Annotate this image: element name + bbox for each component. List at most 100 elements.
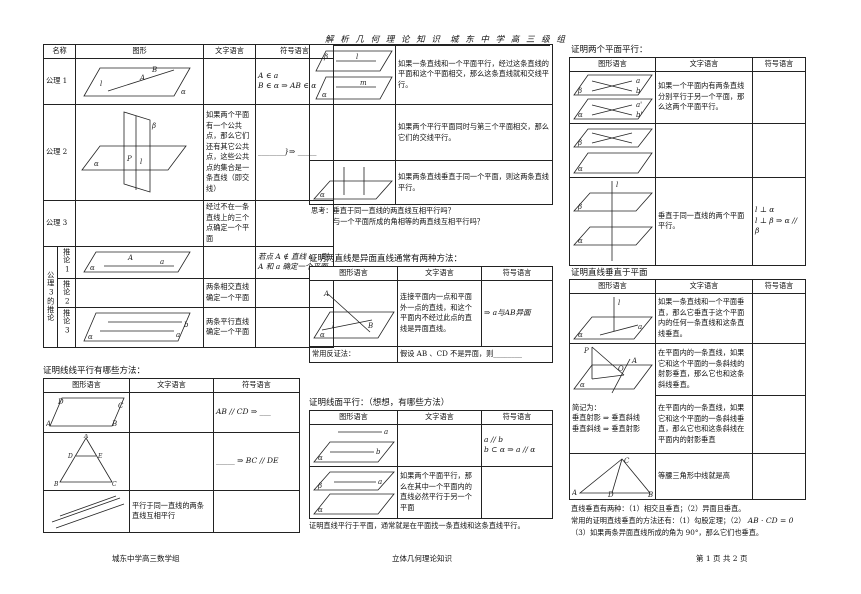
perp-brief-title: 简记为： xyxy=(572,402,601,412)
header-title: 解 析 几 何 理 论 知 识 xyxy=(325,35,442,45)
svg-text:C: C xyxy=(118,402,124,410)
svg-text:β: β xyxy=(577,139,582,147)
pp-row2-text xyxy=(655,122,753,178)
mt-row2-figure xyxy=(309,104,396,161)
svg-text:β: β xyxy=(317,482,322,490)
svg-text:D: D xyxy=(57,398,64,406)
svg-text:A: A xyxy=(572,489,577,497)
col-name: 名称 xyxy=(42,44,77,59)
think-question-1: 思考：垂直于同一直线的两直线互相平行吗？ xyxy=(311,206,455,215)
lpl-col-symbol: 符号语言 xyxy=(481,410,553,425)
footer-center: 立体几何理论知识 xyxy=(392,554,452,563)
perp-row1-text: 如果一条直线和一个平面垂直，那么它垂直于这个平面内的任何一条直线和这条直线垂直。 xyxy=(655,292,753,344)
svg-text:α: α xyxy=(578,237,583,245)
svg-text:a: a xyxy=(636,77,640,85)
perp-row3-symbol xyxy=(752,394,806,454)
axiom3-figure xyxy=(75,199,205,247)
svg-text:a: a xyxy=(638,323,642,331)
svg-text:E: E xyxy=(97,453,103,460)
pp-symbol-l2: l ⊥ β xyxy=(755,215,774,225)
lpl-row2-symbol xyxy=(481,465,553,519)
perp-row1-figure: l a α xyxy=(569,292,656,344)
svg-text:α: α xyxy=(90,264,95,272)
pp-row1-text: 如果一个平面内有两条直线分别平行于另一个平面，那么这两个平面平行。 xyxy=(655,70,753,124)
corollary-group: 公理3的推论 xyxy=(43,245,58,348)
svg-text:α: α xyxy=(320,191,325,199)
svg-text:A: A xyxy=(323,290,329,298)
svg-text:α: α xyxy=(318,454,323,462)
axiom3-name: 公理 3 xyxy=(42,199,77,247)
svg-text:l: l xyxy=(356,53,358,61)
perp-foot-2: 常用的证明直线垂直的方法还有：（1）勾股定理；（2） AB · CD = 0 xyxy=(571,516,793,527)
svg-text:b': b' xyxy=(636,111,642,119)
skew-text: 连接平面内一点和平面外一点的直线，和这个平面内不经过此点的直线是异面直线。 xyxy=(397,279,482,347)
think-question-2: 与一个平面所成的角相等的两直线互相平行吗？ xyxy=(333,217,484,226)
corollary1-label: 推论1 xyxy=(56,245,77,279)
plane-plane-title: 证明两个平面平行： xyxy=(571,45,648,55)
svg-text:B: B xyxy=(367,322,373,330)
svg-text:l: l xyxy=(616,181,618,189)
svg-text:a: a xyxy=(176,331,180,339)
corollary3-text: 两条平行直线确定一个平面 xyxy=(203,306,257,348)
svg-text:α: α xyxy=(318,506,323,514)
lpl-symbol-l2: b ⊂ α xyxy=(484,445,505,454)
corollary1-text xyxy=(203,245,257,279)
svg-text:α: α xyxy=(94,160,99,168)
perp-row4-text: 等腰三角形中线就是高 xyxy=(655,452,753,500)
axiom1-symbol-r: ⇒ AB ∈ α xyxy=(281,81,317,90)
svg-text:l: l xyxy=(618,299,620,307)
skew-col-figure: 图形语言 xyxy=(309,266,398,281)
perp-row2-symbol xyxy=(752,342,806,396)
col-figure: 图形 xyxy=(75,44,205,59)
pp-col-figure: 图形语言 xyxy=(569,57,656,72)
axiom1-text xyxy=(203,57,257,105)
skew-counter-label: 常用反证法： xyxy=(309,345,398,363)
svg-text:β: β xyxy=(323,53,328,61)
pp-row3-symbol: l ⊥ α l ⊥ β ⇒ α // β xyxy=(752,176,806,266)
skew-col-text: 文字语言 xyxy=(397,266,482,281)
pp-col-text: 文字语言 xyxy=(655,57,753,72)
svg-text:a: a xyxy=(160,258,164,266)
pp-symbol-l1: l ⊥ α xyxy=(755,205,775,215)
pp-row1-symbol xyxy=(752,70,806,124)
lp-row2-text xyxy=(129,431,214,491)
lp-row1-symbol: AB // CD ⇒ ___ xyxy=(213,391,300,433)
svg-text:α: α xyxy=(578,331,583,339)
footer-left: 城东中学高三数学组 xyxy=(112,554,180,563)
svg-text:α: α xyxy=(580,381,585,389)
lp-row3-symbol xyxy=(213,489,300,533)
mt-row2-text: 如果两个平行平面同时与第三个平面相交，那么它们的交线平行。 xyxy=(394,104,554,161)
perp-row1-symbol xyxy=(752,292,806,344)
skew-counter-text: 假设 AB 、CD 不是异面，则________ xyxy=(397,345,553,363)
line-plane-note: 证明直线平行于平面，通常就是在平面找一条直线和这条直线平行。 xyxy=(309,521,525,530)
lpl-symbol-l1: a // b xyxy=(484,434,504,444)
axiom2-name: 公理 2 xyxy=(42,103,77,201)
svg-text:a': a' xyxy=(636,101,642,109)
svg-text:α: α xyxy=(320,331,325,339)
svg-text:O: O xyxy=(618,365,624,373)
footer-right: 第 1 页 共 2 页 xyxy=(696,554,748,563)
skew-symbol: ⇒ a与AB异面 xyxy=(481,279,553,347)
lp-col-figure: 图形语言 xyxy=(43,378,130,393)
svg-text:B: B xyxy=(151,66,157,74)
corollary2-label: 推论2 xyxy=(56,277,77,308)
perp-col-symbol: 符号语言 xyxy=(752,279,806,294)
perp-foot-2-text: 常用的证明直线垂直的方法还有：（1）勾股定理；（2） xyxy=(571,516,746,525)
lpl-row1-symbol: a // b b ⊂ α ⇒ a // α xyxy=(481,423,553,467)
pp-row2-symbol xyxy=(752,122,806,178)
lpl-col-figure: 图形语言 xyxy=(309,410,398,425)
